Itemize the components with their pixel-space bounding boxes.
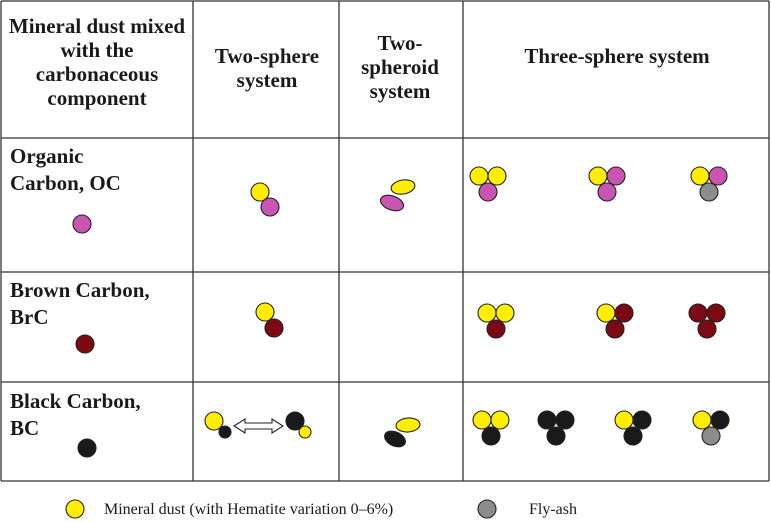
row-label-brc-line1: Brown Carbon, <box>10 278 150 302</box>
two-sphere-bc-carbon-small <box>218 425 232 439</box>
three-sphere-oc-1-bottom <box>478 182 498 202</box>
two-sphere-brc-dust <box>255 302 275 322</box>
two-sphere-oc-dust <box>250 182 270 202</box>
three-sphere-bc-1-top-left <box>472 410 492 430</box>
header-mineral-dust: Mineral dust mixed with the carbonaceous… <box>4 14 190 110</box>
row-label-bc-line2: BC <box>10 416 40 440</box>
row-label-oc-line2: Carbon, OC <box>10 171 121 195</box>
two-spheroid-bc-dust <box>395 417 421 433</box>
three-sphere-bc-4-top-left <box>692 410 712 430</box>
header-mineral-dust-text: Mineral dust mixed with the carbonaceous… <box>8 14 186 110</box>
three-sphere-oc-1-top-right <box>487 166 507 186</box>
three-sphere-brc-3-top-right <box>706 303 726 323</box>
three-sphere-oc-3-bottom <box>699 182 719 202</box>
two-sphere-brc-carbon <box>264 318 284 338</box>
three-sphere-bc-4-top-right <box>710 410 730 430</box>
two-spheroid-bc-carbon <box>384 430 406 448</box>
row-label-bc-line1: Black Carbon, <box>10 389 141 413</box>
header-two-sphere: Two-sphere system <box>198 44 336 92</box>
three-sphere-brc-2-top-left <box>596 303 616 323</box>
header-three-sphere-text: Three-sphere system <box>524 44 710 68</box>
three-sphere-bc-4-bottom <box>701 426 721 446</box>
three-sphere-bc-1-bottom <box>481 426 501 446</box>
three-sphere-bc-3-bottom <box>623 426 643 446</box>
double-arrow-icon <box>232 417 285 435</box>
legend-mineral-dust-label: Mineral dust (with Hematite variation 0–… <box>104 501 394 518</box>
bc-particle <box>77 438 97 458</box>
header-three-sphere: Three-sphere system <box>465 44 769 68</box>
three-sphere-bc-2-top-right <box>555 410 575 430</box>
three-sphere-bc-2-top-left <box>537 410 557 430</box>
three-sphere-bc-2-bottom <box>546 426 566 446</box>
two-sphere-oc-carbon <box>260 197 280 217</box>
two-sphere-bc-carbon-large <box>285 411 305 431</box>
three-sphere-brc-2-bottom <box>605 319 625 339</box>
header-two-spheroid-text: Two-spheroid system <box>361 31 439 103</box>
three-sphere-oc-1-top-left <box>469 166 489 186</box>
row-label-oc: Organic Carbon, OC <box>10 143 121 197</box>
two-sphere-bc-dust-small <box>298 425 312 439</box>
three-sphere-brc-3-bottom <box>697 319 717 339</box>
three-sphere-brc-1-top-left <box>477 303 497 323</box>
three-sphere-brc-1-top-right <box>495 303 515 323</box>
row-label-bc: Black Carbon, BC <box>10 388 141 442</box>
three-sphere-bc-1-top-right <box>490 410 510 430</box>
row-label-brc: Brown Carbon, BrC <box>10 277 150 331</box>
three-sphere-oc-3-top-left <box>690 166 710 186</box>
particles-group <box>65 166 730 519</box>
header-two-sphere-text: Two-sphere system <box>214 44 320 92</box>
legend-fly-ash-label: Fly-ash <box>529 501 577 518</box>
three-sphere-oc-2-bottom <box>597 182 617 202</box>
legend-fly-ash-marker <box>477 499 497 519</box>
table-grid <box>0 0 770 482</box>
three-sphere-brc-2-top-right <box>614 303 634 323</box>
two-spheroid-oc-dust <box>390 179 416 195</box>
brc-particle <box>75 334 95 354</box>
header-two-spheroid: Two-spheroid system <box>355 31 445 103</box>
legend-mineral-dust-marker <box>65 499 85 519</box>
three-sphere-brc-1-bottom <box>486 319 506 339</box>
row-label-brc-line2: BrC <box>10 305 49 329</box>
three-sphere-brc-3-top-left <box>688 303 708 323</box>
three-sphere-oc-2-top-right <box>606 166 626 186</box>
three-sphere-oc-2-top-left <box>588 166 608 186</box>
two-spheroid-oc-carbon <box>379 194 405 212</box>
three-sphere-bc-3-top-right <box>632 410 652 430</box>
three-sphere-bc-3-top-left <box>614 410 634 430</box>
three-sphere-oc-3-top-right <box>708 166 728 186</box>
two-sphere-bc-dust-large <box>204 411 224 431</box>
oc-particle <box>72 214 92 234</box>
row-label-oc-line1: Organic <box>10 144 84 168</box>
